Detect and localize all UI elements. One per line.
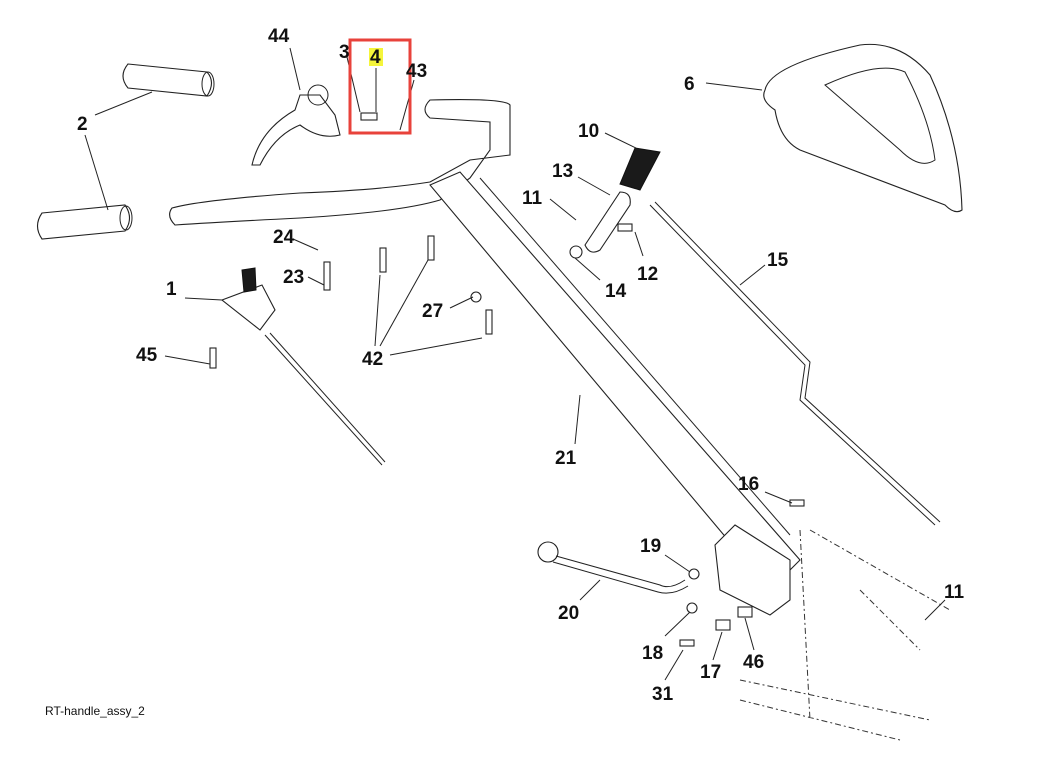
label-highlight (369, 48, 383, 66)
callout-4[interactable]: 4 (370, 47, 381, 68)
callout-21[interactable]: 21 (555, 448, 577, 469)
callout-2[interactable]: 2 (77, 114, 88, 135)
callout-43[interactable]: 43 (406, 61, 427, 82)
callout-42[interactable]: 42 (362, 349, 383, 370)
highlight-box (348, 38, 412, 135)
leader-lines (84, 47, 946, 681)
shift-knob[interactable] (619, 147, 661, 191)
main-tube[interactable] (429, 171, 801, 591)
callout-15[interactable]: 15 (767, 250, 789, 271)
callout-27[interactable]: 27 (422, 301, 443, 322)
bracket-plate[interactable] (714, 524, 791, 616)
small-hardware (209, 223, 805, 647)
shift-lever[interactable] (584, 191, 631, 253)
callout-11-top[interactable]: 11 (522, 188, 543, 209)
control-rod[interactable] (649, 201, 941, 526)
callout-23[interactable]: 23 (283, 267, 304, 288)
callout-44[interactable]: 44 (268, 26, 290, 47)
callout-17[interactable]: 17 (700, 662, 721, 683)
callout-19[interactable]: 19 (640, 536, 661, 557)
callout-31[interactable]: 31 (652, 684, 674, 705)
chassis-outline (739, 529, 951, 741)
callout-12[interactable]: 12 (637, 264, 658, 285)
callout-1[interactable]: 1 (166, 279, 177, 300)
bolt-4[interactable] (360, 112, 378, 121)
callout-18[interactable]: 18 (642, 643, 663, 664)
callout-6[interactable]: 6 (684, 74, 695, 95)
diagram-caption: RT-handle_assy_2 (45, 704, 145, 718)
grip-upper[interactable] (122, 63, 215, 97)
callout-10[interactable]: 10 (578, 121, 599, 142)
callout-20[interactable]: 20 (558, 603, 579, 624)
callout-14[interactable]: 14 (605, 281, 627, 302)
callout-16[interactable]: 16 (738, 474, 759, 495)
callout-24[interactable]: 24 (273, 227, 295, 248)
handlebar[interactable] (169, 99, 511, 226)
callout-46[interactable]: 46 (743, 652, 764, 673)
callout-45[interactable]: 45 (136, 345, 158, 366)
bail-lever[interactable] (251, 84, 341, 166)
callout-3[interactable]: 3 (339, 42, 350, 63)
bracket-1[interactable] (220, 267, 386, 466)
shift-handle[interactable] (537, 541, 689, 594)
callout-13[interactable]: 13 (552, 161, 573, 182)
shroud[interactable] (763, 43, 963, 213)
callout-11-right[interactable]: 11 (944, 582, 965, 603)
grip-lower[interactable] (36, 204, 133, 240)
